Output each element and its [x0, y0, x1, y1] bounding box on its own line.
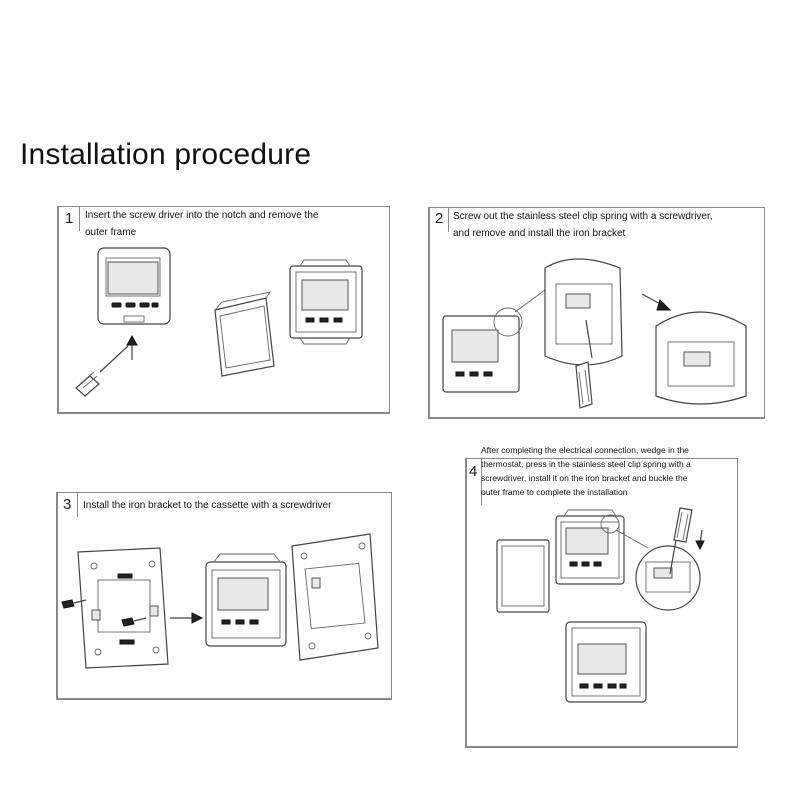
step-instruction: Install the iron bracket to the cassette… [83, 497, 388, 514]
screws-icon [61, 599, 147, 627]
clip-removed-zoom [655, 311, 747, 405]
step-4-panel: 4 [465, 458, 738, 748]
step-1-panel: 1 Insert the screw driver into the notch… [57, 206, 390, 414]
thermostat-with-clip [442, 307, 523, 393]
zoom-line [514, 289, 546, 313]
arrow-up-icon [126, 334, 138, 360]
screwdriver-icon [75, 345, 129, 397]
thermostat-cassette [205, 553, 287, 647]
thermostat-without-frame [289, 259, 363, 345]
screwdriver-icon [669, 507, 693, 575]
step-number: 2 [435, 210, 444, 227]
arrow-down-icon [695, 529, 705, 551]
thermostat-front [97, 247, 171, 325]
step-instruction: Screw out the stainless steel clip sprin… [453, 208, 763, 242]
step-instruction-line: and remove and install the iron bracket [453, 228, 626, 239]
step-instruction-line: Install the iron bracket to the cassette… [83, 500, 332, 511]
step-instruction: After completing the electrical connecti… [481, 443, 741, 499]
step-3-panel: 3 Install the iron bracket to the casset… [56, 492, 392, 700]
step-instruction: Insert the screw driver into the notch a… [85, 207, 385, 241]
arrow-right-icon [641, 293, 672, 311]
clip-detail-zoom [635, 545, 701, 611]
step-instruction-line: outer frame [85, 227, 137, 238]
step-divider [77, 493, 78, 517]
zoom-line [615, 529, 649, 549]
step-number: 1 [65, 210, 74, 227]
bracket-on-cassette [291, 533, 379, 661]
outer-frame [496, 539, 550, 613]
step-divider [79, 207, 80, 231]
step-instruction-line: Insert the screw driver into the notch a… [85, 210, 319, 221]
step-instruction-line: After completing the electrical connecti… [481, 445, 689, 455]
step-instruction-line: Screw out the stainless steel clip sprin… [453, 211, 713, 222]
step-2-panel: 2 Screw out the stainless steel clip spr… [428, 207, 765, 419]
step-number: 4 [469, 463, 478, 480]
arrow-right-icon [170, 612, 204, 624]
clip-detail-zoom [544, 258, 623, 366]
screwdriver-icon [575, 319, 593, 409]
step-instruction-line: screwdriver, install it on the iron brac… [481, 473, 688, 483]
iron-bracket [77, 547, 169, 669]
step-number: 3 [63, 496, 72, 513]
step-divider [448, 208, 449, 232]
assembled-thermostat [565, 621, 647, 703]
step-instruction-line: outer frame to complete the installation [481, 487, 628, 497]
step-instruction-line: thermostat, press in the stainless steel… [481, 459, 691, 469]
page-title: Installation procedure [20, 138, 312, 171]
step-divider [481, 459, 482, 505]
thermostat-cassette [555, 509, 625, 585]
outer-frame [214, 291, 275, 377]
